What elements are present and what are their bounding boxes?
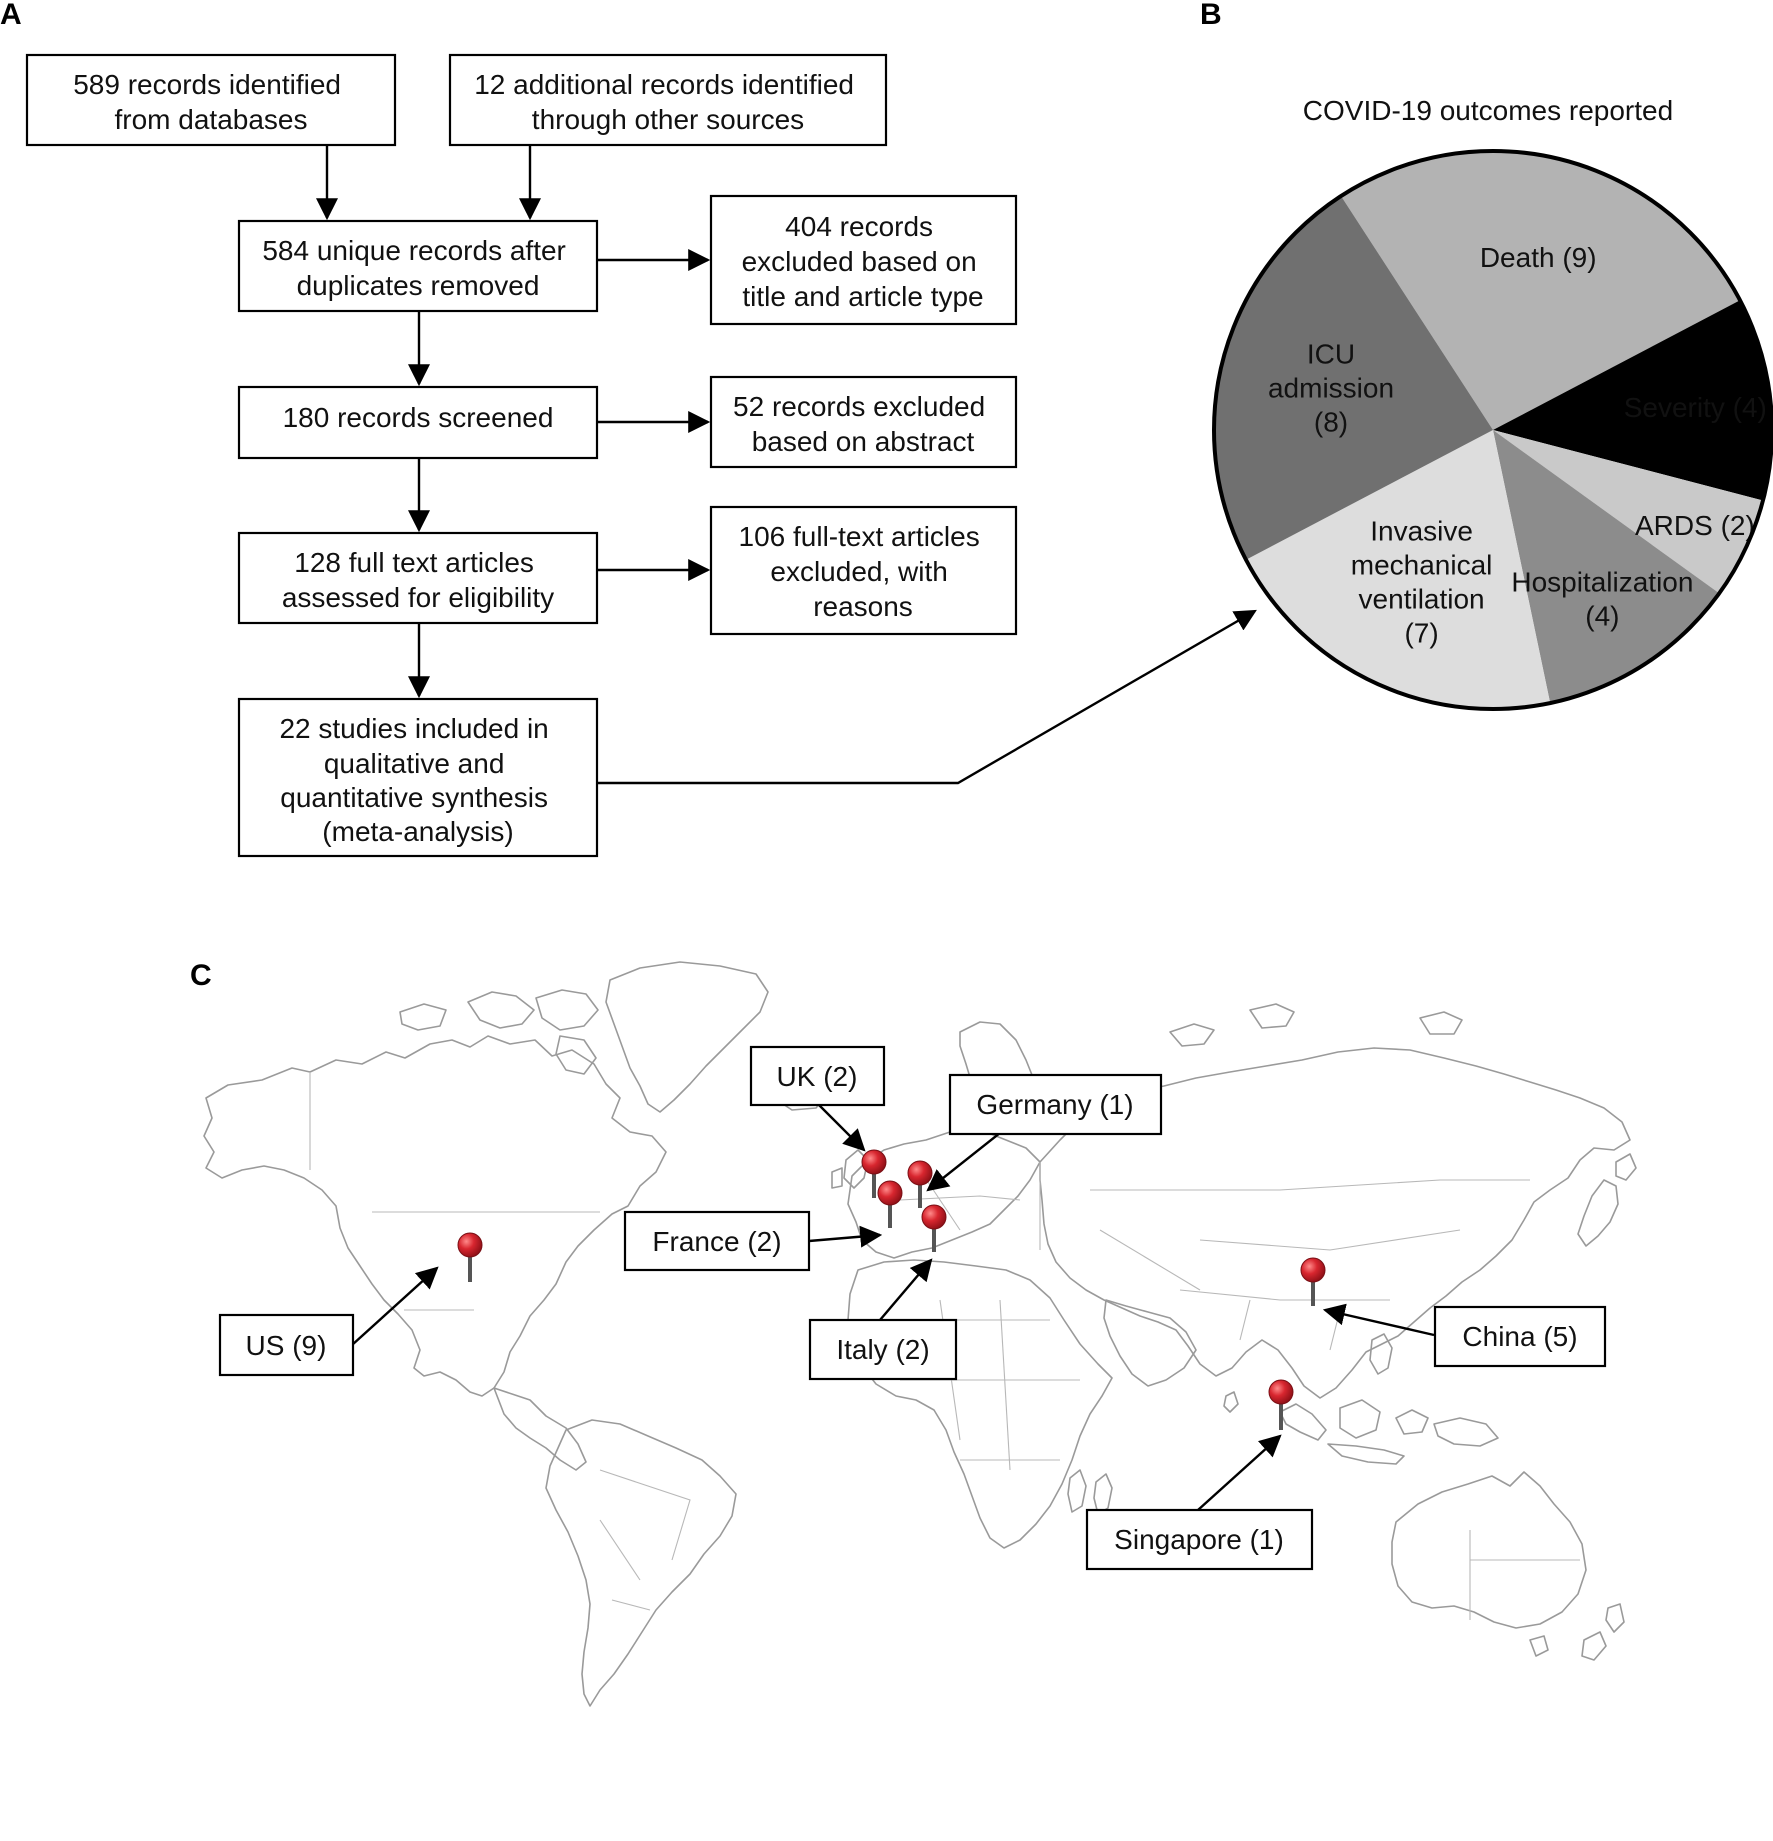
callout-singapore: Singapore (1) [1085,1508,1314,1571]
pie-chart: COVID-19 outcomes reported Death (9) Seve… [1212,95,1773,711]
arrow-uk [817,1103,866,1152]
pie-label-hospitalization-4: Hospitalization(4) [1511,567,1693,632]
box-screened-text: 180 records screened [283,402,554,433]
box-fulltext: 128 full text articles assessed for elig… [237,531,599,625]
arrow-italy [879,1258,933,1321]
callout-us-text: US (9) [246,1330,327,1361]
pie-slice-death-9 [1341,150,1740,431]
map-pins [457,1149,1326,1430]
arrow-included-to-pie [597,609,1257,785]
pie-slice-icu-admission-8 [1213,196,1493,560]
box-identified-db: 589 records identified from databases [25,53,397,147]
box-identified-other-text: 12 additional records identified through… [474,69,862,135]
callout-france: France (2) [623,1210,811,1272]
box-identified-db-text: 589 records identified from databases [73,69,349,135]
box-excluded-abstract-text: 52 records excluded based on abstract [733,391,993,457]
map-coastlines [203,961,1637,1707]
callout-us: US (9) [218,1313,355,1377]
callout-france-text: France (2) [652,1226,781,1257]
pie-slice-hospitalization-4 [1493,430,1720,704]
callout-china: China (5) [1433,1305,1607,1368]
callout-china-text: China (5) [1462,1321,1577,1352]
pin-germany [907,1160,933,1208]
pie-slice-ards-2 [1493,430,1763,594]
panel-b-label: B [1200,0,1222,31]
callout-singapore-text: Singapore (1) [1114,1524,1284,1555]
arrow-france [808,1225,883,1248]
callout-germany: Germany (1) [948,1073,1163,1136]
box-included: 22 studies included in qualitative and q… [237,697,599,858]
pie-slice-invasive-mechanical-ventilation-7 [1246,430,1551,710]
box-identified-other: 12 additional records identified through… [448,53,888,147]
box-excluded-abstract: 52 records excluded based on abstract [709,375,1018,469]
pin-china [1300,1257,1326,1306]
world-map: US (9) UK (2) Germany (1) France (2) Ita… [203,961,1637,1707]
box-unique: 584 unique records after duplicates remo… [237,219,599,313]
callout-uk: UK (2) [749,1045,886,1107]
arrow-singapore [1197,1434,1282,1511]
callout-italy-text: Italy (2) [836,1334,929,1365]
pie-label-ards-2: ARDS (2) [1635,510,1755,541]
box-excluded-title: 404 records excluded based on title and … [709,194,1018,326]
pin-uk [861,1149,887,1198]
box-included-text: 22 studies included in qualitative and q… [279,713,556,847]
arrow-germany [926,1124,1011,1192]
pie-label-severity-4: Severity (4) [1624,392,1767,423]
pin-singapore [1268,1379,1294,1430]
box-fulltext-text: 128 full text articles assessed for elig… [282,547,554,613]
callout-uk-text: UK (2) [777,1061,858,1092]
arrow-us [351,1266,439,1346]
callout-italy: Italy (2) [808,1318,958,1381]
pie-slice-severity-4 [1493,300,1772,501]
panel-a-label: A [0,0,22,31]
box-excluded-fulltext-text: 106 full-text articles excluded, with re… [739,521,988,622]
box-excluded-title-text: 404 records excluded based on title and … [742,211,985,312]
pie-labels: Death (9) Severity (4) ARDS (2) Hospitaliza… [1268,242,1767,648]
callout-germany-text: Germany (1) [976,1089,1133,1120]
panel-c-label: C [190,959,212,992]
pie-label-death-9: Death (9) [1480,242,1597,273]
pie-slices [1213,150,1772,710]
box-screened: 180 records screened [237,385,599,460]
pin-france [877,1180,903,1228]
pin-us [457,1232,483,1282]
pie-title: COVID-19 outcomes reported [1303,95,1673,126]
arrow-china [1322,1303,1435,1337]
box-excluded-fulltext: 106 full-text articles excluded, with re… [709,505,1018,636]
flow-diagram: 589 records identified from databases 12… [25,53,1257,858]
box-unique-text: 584 unique records after duplicates remo… [262,235,573,301]
pin-italy [921,1204,947,1252]
pie-outline [1212,149,1773,711]
